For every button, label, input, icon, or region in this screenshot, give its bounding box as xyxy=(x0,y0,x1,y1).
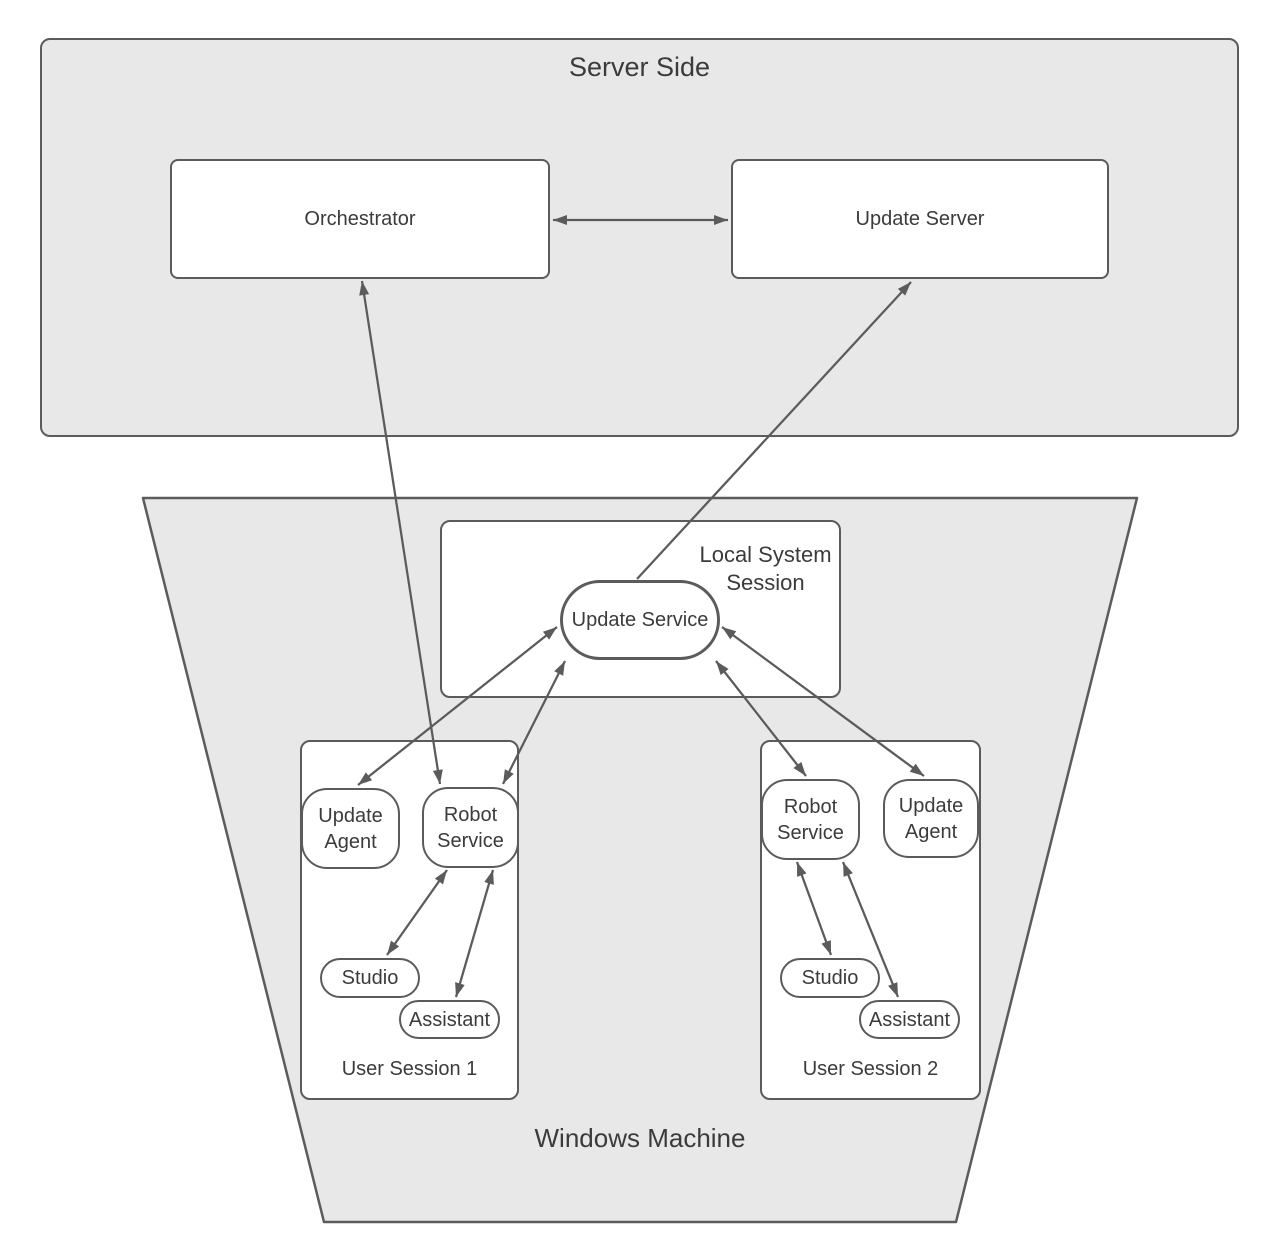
user-session-2-label: User Session 2 xyxy=(802,1058,939,1080)
assistant-2-node: Assistant xyxy=(859,1000,960,1039)
update-service-node: Update Service xyxy=(560,580,720,660)
user-session-1-label: User Session 1 xyxy=(341,1058,478,1080)
studio-2-label: Studio xyxy=(801,967,859,989)
robot-service-1-node: Robot Service xyxy=(422,787,519,868)
orchestrator-label: Orchestrator xyxy=(304,208,416,230)
local-system-session-label: Local System Session xyxy=(699,542,832,595)
robot-service-2-label: Robot Service xyxy=(777,795,844,844)
robot-service-2-node: Robot Service xyxy=(761,779,860,860)
update-agent-2-label: Update Agent xyxy=(898,794,964,843)
update-agent-1-node: Update Agent xyxy=(301,788,400,869)
studio-2-node: Studio xyxy=(780,958,880,998)
assistant-2-label: Assistant xyxy=(868,1008,951,1031)
studio-1-node: Studio xyxy=(320,958,420,998)
robot-service-1-label: Robot Service xyxy=(437,803,504,852)
update-agent-2-node: Update Agent xyxy=(883,779,979,858)
studio-1-label: Studio xyxy=(341,967,399,989)
windows-machine-label: Windows Machine xyxy=(534,1123,746,1153)
update-service-label: Update Service xyxy=(571,609,709,631)
orchestrator-node: Orchestrator xyxy=(170,159,550,279)
update-agent-1-label: Update Agent xyxy=(318,804,383,853)
server-side-label: Server Side xyxy=(568,52,711,82)
update-server-node: Update Server xyxy=(731,159,1109,279)
assistant-1-node: Assistant xyxy=(399,1000,500,1039)
update-server-label: Update Server xyxy=(855,208,985,230)
assistant-1-label: Assistant xyxy=(408,1008,491,1031)
